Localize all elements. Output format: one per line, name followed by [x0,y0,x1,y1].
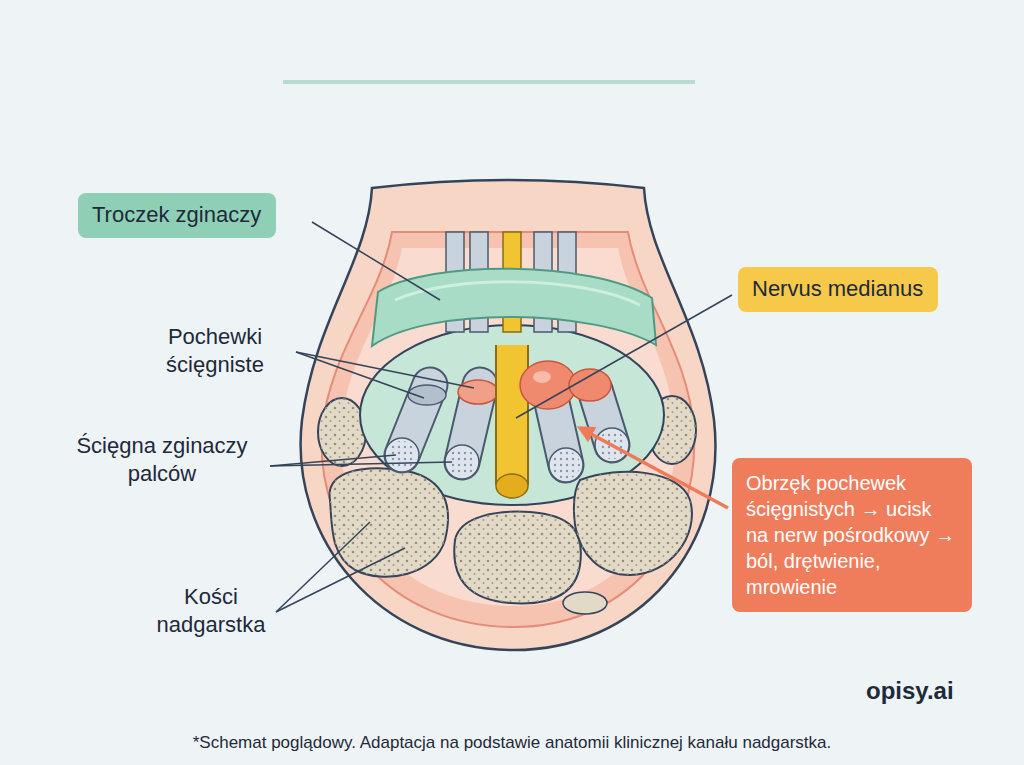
swollen-sheath [458,380,498,404]
nerve-outline [495,345,529,485]
highlight [533,371,551,383]
part-label: Pochewki ścięgniste [140,323,290,378]
part-label: Kości nadgarstka [150,583,272,638]
leader-line [516,295,732,418]
node-text: Nervus medianus [752,275,924,304]
leader-line [312,222,440,300]
carpal-bone [454,512,581,604]
top-rule [283,80,695,84]
leader-line [296,352,424,398]
bone-texture [330,468,448,576]
tendon-end [549,448,583,482]
node-text: Obrzęk pochewek ścięgnistych → ucisk na … [746,470,958,600]
watermark: opisy.ai [866,676,1006,706]
leader-lines [270,222,732,612]
carpal-bone [563,592,607,614]
label-box: Troczek zginaczy [78,193,276,238]
part-label: Ścięgna zginaczy palców [62,432,262,487]
node-text: Troczek zginaczy [92,201,262,230]
leader-line [276,522,370,612]
nerve-end [496,474,528,498]
bone-texture [318,398,366,466]
leader-line [276,548,405,612]
carpal-bone [330,468,448,576]
callout-arrow [580,428,728,508]
leader-line [296,352,474,388]
tendon-fibres [552,451,580,479]
swollen-sheath [520,361,576,409]
label-box: Nervus medianus [738,267,938,312]
retinaculum-highlight [395,282,640,305]
callout-box: Obrzęk pochewek ścięgnistych → ucisk na … [732,458,972,612]
side-bone [318,398,366,466]
caption: *Schemat poglądowy. Adaptacja na podstaw… [0,733,1024,753]
wrist-skin [301,180,716,650]
bone-texture [574,472,692,575]
tendons-in-tunnel [385,345,629,498]
leader-line [270,462,452,466]
bone-texture [454,512,581,604]
tendon-fibres [448,448,476,476]
flexor-retinaculum [372,269,656,346]
subcutaneous-layer [322,232,695,627]
carpal-bone [574,472,692,575]
